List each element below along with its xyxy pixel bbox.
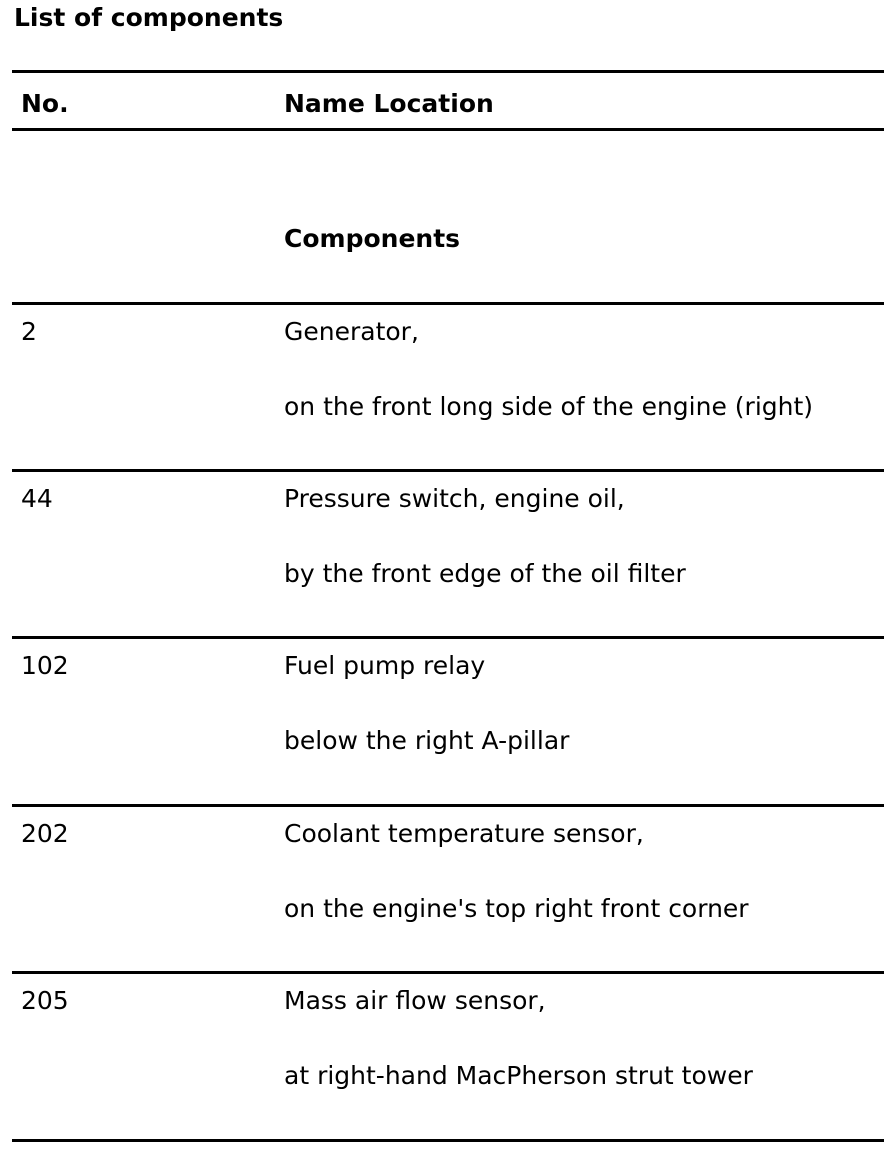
section-label: Components bbox=[284, 224, 461, 253]
row-name: Coolant temperature sensor, bbox=[284, 819, 644, 848]
row-name: Pressure switch, engine oil, bbox=[284, 484, 625, 513]
page-title: List of components bbox=[14, 3, 284, 32]
row-name: Generator, bbox=[284, 317, 419, 346]
row-location: at right-hand MacPherson strut tower bbox=[284, 1061, 753, 1090]
table-top-rule bbox=[12, 70, 884, 73]
row-number: 2 bbox=[21, 317, 37, 346]
row-number: 44 bbox=[21, 484, 53, 513]
row-location: by the front edge of the oil filter bbox=[284, 559, 686, 588]
header-bottom-rule bbox=[12, 128, 884, 131]
row-number: 102 bbox=[21, 651, 69, 680]
row-divider bbox=[12, 971, 884, 974]
row-number: 202 bbox=[21, 819, 69, 848]
header-no: No. bbox=[21, 89, 69, 118]
table-bottom-rule bbox=[12, 1139, 884, 1142]
row-location: on the engine's top right front corner bbox=[284, 894, 749, 923]
row-divider bbox=[12, 302, 884, 305]
row-name: Mass air flow sensor, bbox=[284, 986, 546, 1015]
header-name-location: Name Location bbox=[284, 89, 494, 118]
row-location: on the front long side of the engine (ri… bbox=[284, 392, 814, 421]
row-divider bbox=[12, 804, 884, 807]
row-location: below the right A-pillar bbox=[284, 726, 570, 755]
row-divider bbox=[12, 636, 884, 639]
row-divider bbox=[12, 469, 884, 472]
row-number: 205 bbox=[21, 986, 69, 1015]
row-name: Fuel pump relay bbox=[284, 651, 486, 680]
